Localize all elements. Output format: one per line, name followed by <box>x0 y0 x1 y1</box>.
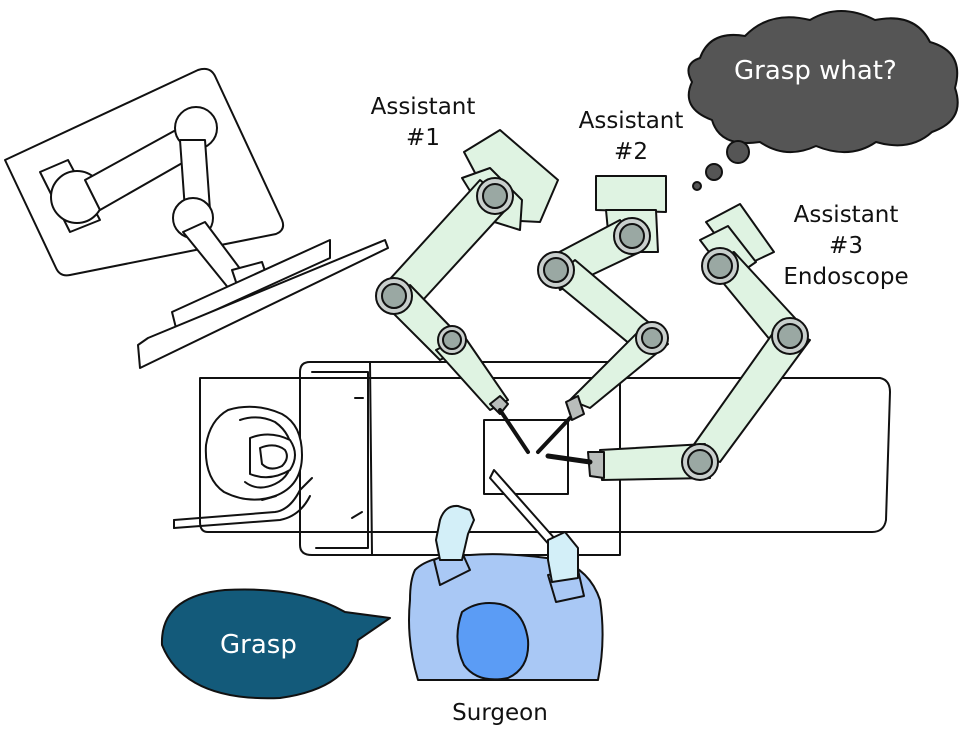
assistant-2-label: Assistant #2 <box>570 106 692 168</box>
assistant-arm-3 <box>587 203 811 481</box>
speech-bubble-text: Grasp <box>220 630 297 660</box>
surgeon-figure <box>408 469 604 681</box>
thought-bubble <box>687 10 959 191</box>
assistant-1-label-line2: #1 <box>406 125 440 151</box>
patient-head <box>204 405 303 501</box>
assistant-3-label-line2: #3 <box>829 233 863 259</box>
assistant-1-label-line1: Assistant <box>370 94 476 120</box>
assistant-2-label-line2: #2 <box>614 139 648 165</box>
assistant-arm-2 <box>537 175 669 421</box>
assistant-1-label: Assistant #1 <box>362 92 484 154</box>
assistant-3-label-line3: Endoscope <box>783 264 909 290</box>
endoscope-instrument <box>545 453 593 465</box>
surgeon-console <box>4 67 389 369</box>
instrument-arm-1 <box>498 408 530 454</box>
assistant-2-label-line1: Assistant <box>578 108 684 134</box>
assistant-3-label-line1: Assistant <box>793 202 899 228</box>
thought-bubble-text: Grasp what? <box>734 56 897 86</box>
speech-bubble <box>160 588 391 700</box>
instrument-arm-2 <box>536 416 572 454</box>
surgeon-label: Surgeon <box>452 700 548 726</box>
assistant-3-label: Assistant #3 Endoscope <box>776 200 916 293</box>
assistant-arm-1 <box>375 129 559 415</box>
